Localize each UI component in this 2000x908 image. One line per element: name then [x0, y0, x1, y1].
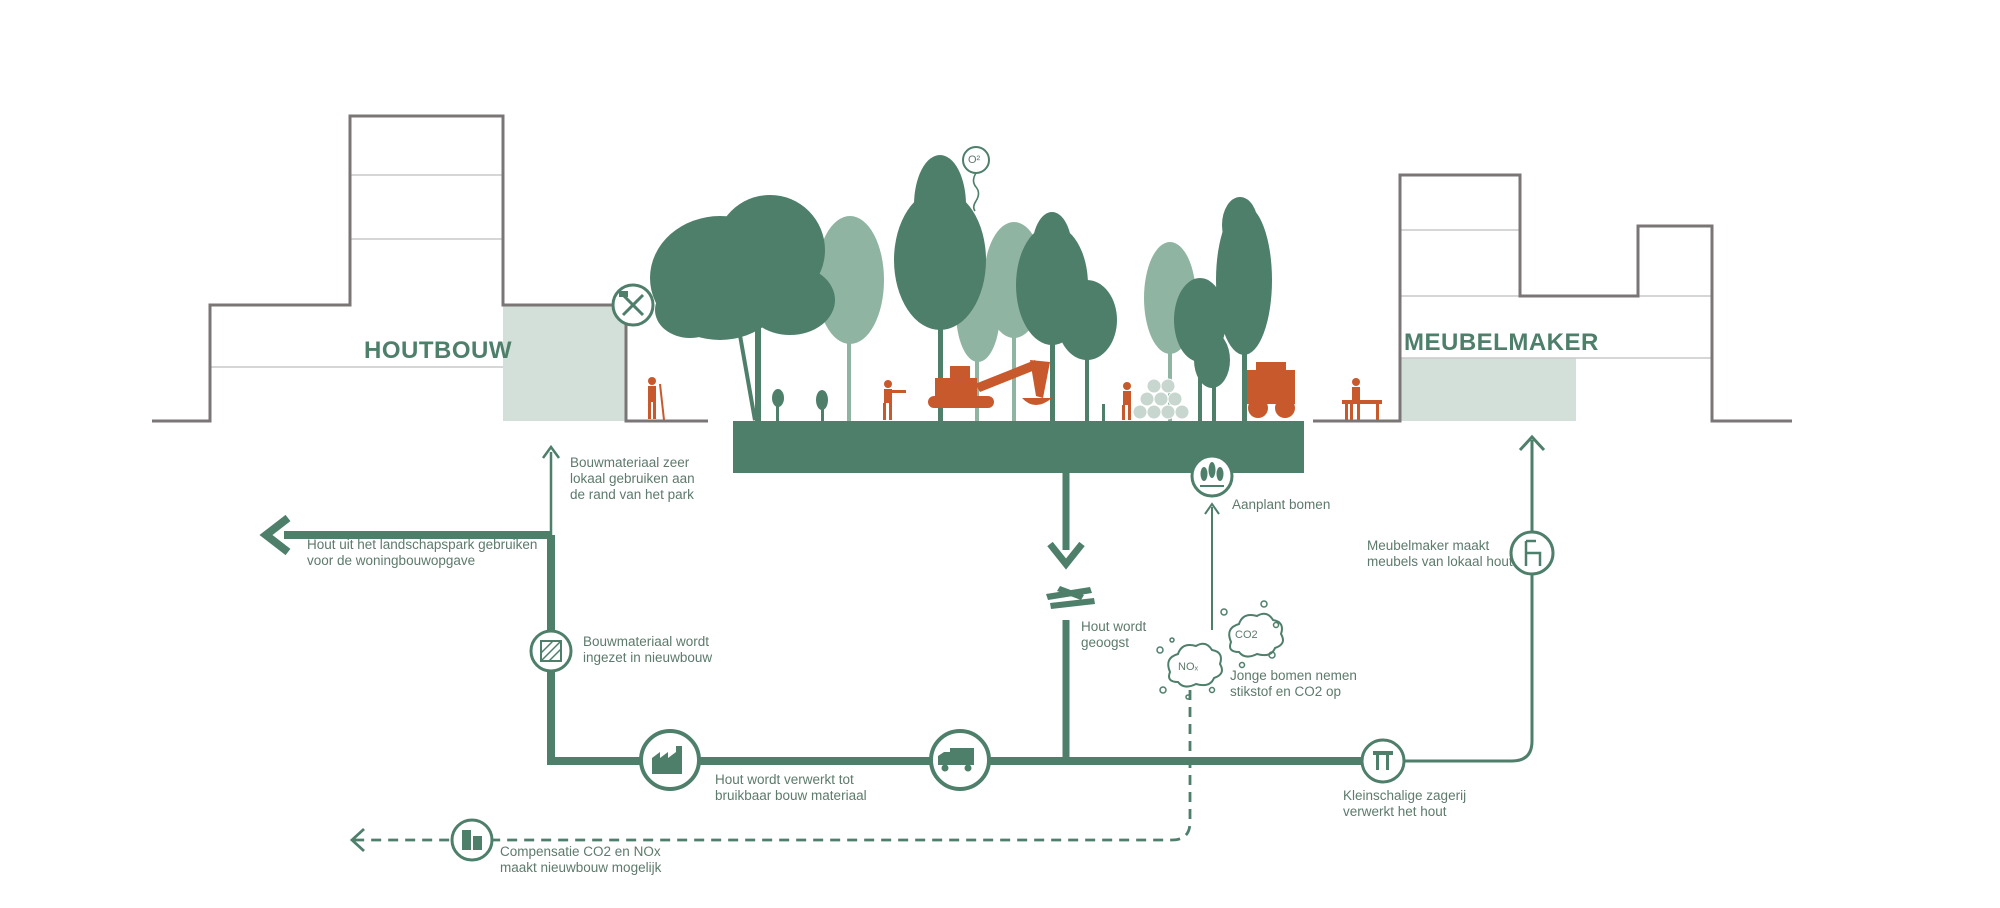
- nox-label: NOₓ: [1178, 661, 1199, 673]
- chair-icon: [1509, 530, 1555, 576]
- label-meubelmaker-maakt: Meubelmaker maakt meubels van lokaal hou…: [1367, 538, 1513, 570]
- label-line: meubels van lokaal hout: [1367, 554, 1513, 569]
- forest-trees: [650, 155, 1272, 421]
- nox-cloud-icon: [1167, 642, 1223, 688]
- o2-balloon-icon: [962, 146, 990, 212]
- truck-icon: [929, 729, 991, 791]
- houtbouw-title: HOUTBOUW: [364, 337, 512, 364]
- o2-label: O²: [968, 154, 981, 166]
- label-line: ingezet in nieuwbouw: [583, 650, 713, 665]
- label-bouwmateriaal-nieuwbouw: Bouwmateriaal wordt ingezet in nieuwbouw: [583, 634, 712, 666]
- co2-cloud-icon: [1228, 612, 1284, 658]
- people: [648, 377, 1382, 421]
- label-hout-landschapspark: Hout uit het landschapspark gebruiken vo…: [307, 537, 537, 569]
- tractor: [1247, 362, 1295, 418]
- label-line: Aanplant bomen: [1232, 497, 1331, 512]
- cloud-bubbles: [1156, 600, 1280, 700]
- label-line: de rand van het park: [570, 487, 694, 502]
- label-aanplant-bomen: Aanplant bomen: [1232, 497, 1330, 513]
- label-line: Bouwmateriaal wordt: [583, 634, 710, 649]
- label-hout-verwerkt: Hout wordt verwerkt tot bruikbaar bouw m…: [715, 772, 867, 804]
- label-hout-geoogst: Hout wordt geoogst: [1081, 619, 1146, 651]
- label-line: Meubelmaker maakt: [1367, 538, 1490, 553]
- label-line: verwerkt het hout: [1343, 804, 1447, 819]
- logs-icon: [1046, 586, 1095, 609]
- label-line: Kleinschalige zagerij: [1343, 788, 1467, 803]
- label-line: lokaal gebruiken aan: [570, 471, 695, 486]
- label-kleinschalige-zagerij: Kleinschalige zagerij verwerkt het hout: [1343, 788, 1466, 820]
- label-compensatie: Compensatie CO2 en NOx maakt nieuwbouw m…: [500, 844, 661, 876]
- label-line: maakt nieuwbouw mogelijk: [500, 860, 662, 875]
- excavator: [928, 360, 1052, 408]
- label-jonge-bomen: Jonge bomen nemen stikstof en CO2 op: [1230, 668, 1357, 700]
- arrow-heads: [259, 434, 1546, 853]
- label-line: geoogst: [1081, 635, 1130, 650]
- label-line: Hout wordt: [1081, 619, 1147, 634]
- meubelmaker-building: [1313, 173, 1792, 423]
- label-line: Bouwmateriaal zeer: [570, 455, 690, 470]
- housing-icon: [450, 818, 494, 862]
- factory-icon: [639, 729, 701, 791]
- label-line: stikstof en CO2 op: [1230, 684, 1342, 699]
- flow-lines: [284, 440, 1534, 842]
- building-material-icon: [529, 629, 573, 673]
- sawmill-icon: [1360, 738, 1406, 784]
- label-line: bruikbaar bouw materiaal: [715, 788, 867, 803]
- houtbouw-building: [152, 114, 708, 423]
- seedling-icon: [1190, 454, 1234, 498]
- log-pile: [1132, 378, 1190, 420]
- label-line: Hout wordt verwerkt tot: [715, 772, 854, 787]
- label-line: Compensatie CO2 en NOx: [500, 844, 661, 859]
- label-line: Jonge bomen nemen: [1230, 668, 1357, 683]
- meubelmaker-title: MEUBELMAKER: [1404, 329, 1599, 356]
- label-line: voor de woningbouwopgave: [307, 553, 476, 568]
- tools-icon: [611, 283, 655, 327]
- label-bouwmateriaal-lokaal: Bouwmateriaal zeer lokaal gebruiken aan …: [570, 455, 695, 503]
- label-line: Hout uit het landschapspark gebruiken: [307, 537, 538, 552]
- co2-label: CO2: [1235, 629, 1258, 641]
